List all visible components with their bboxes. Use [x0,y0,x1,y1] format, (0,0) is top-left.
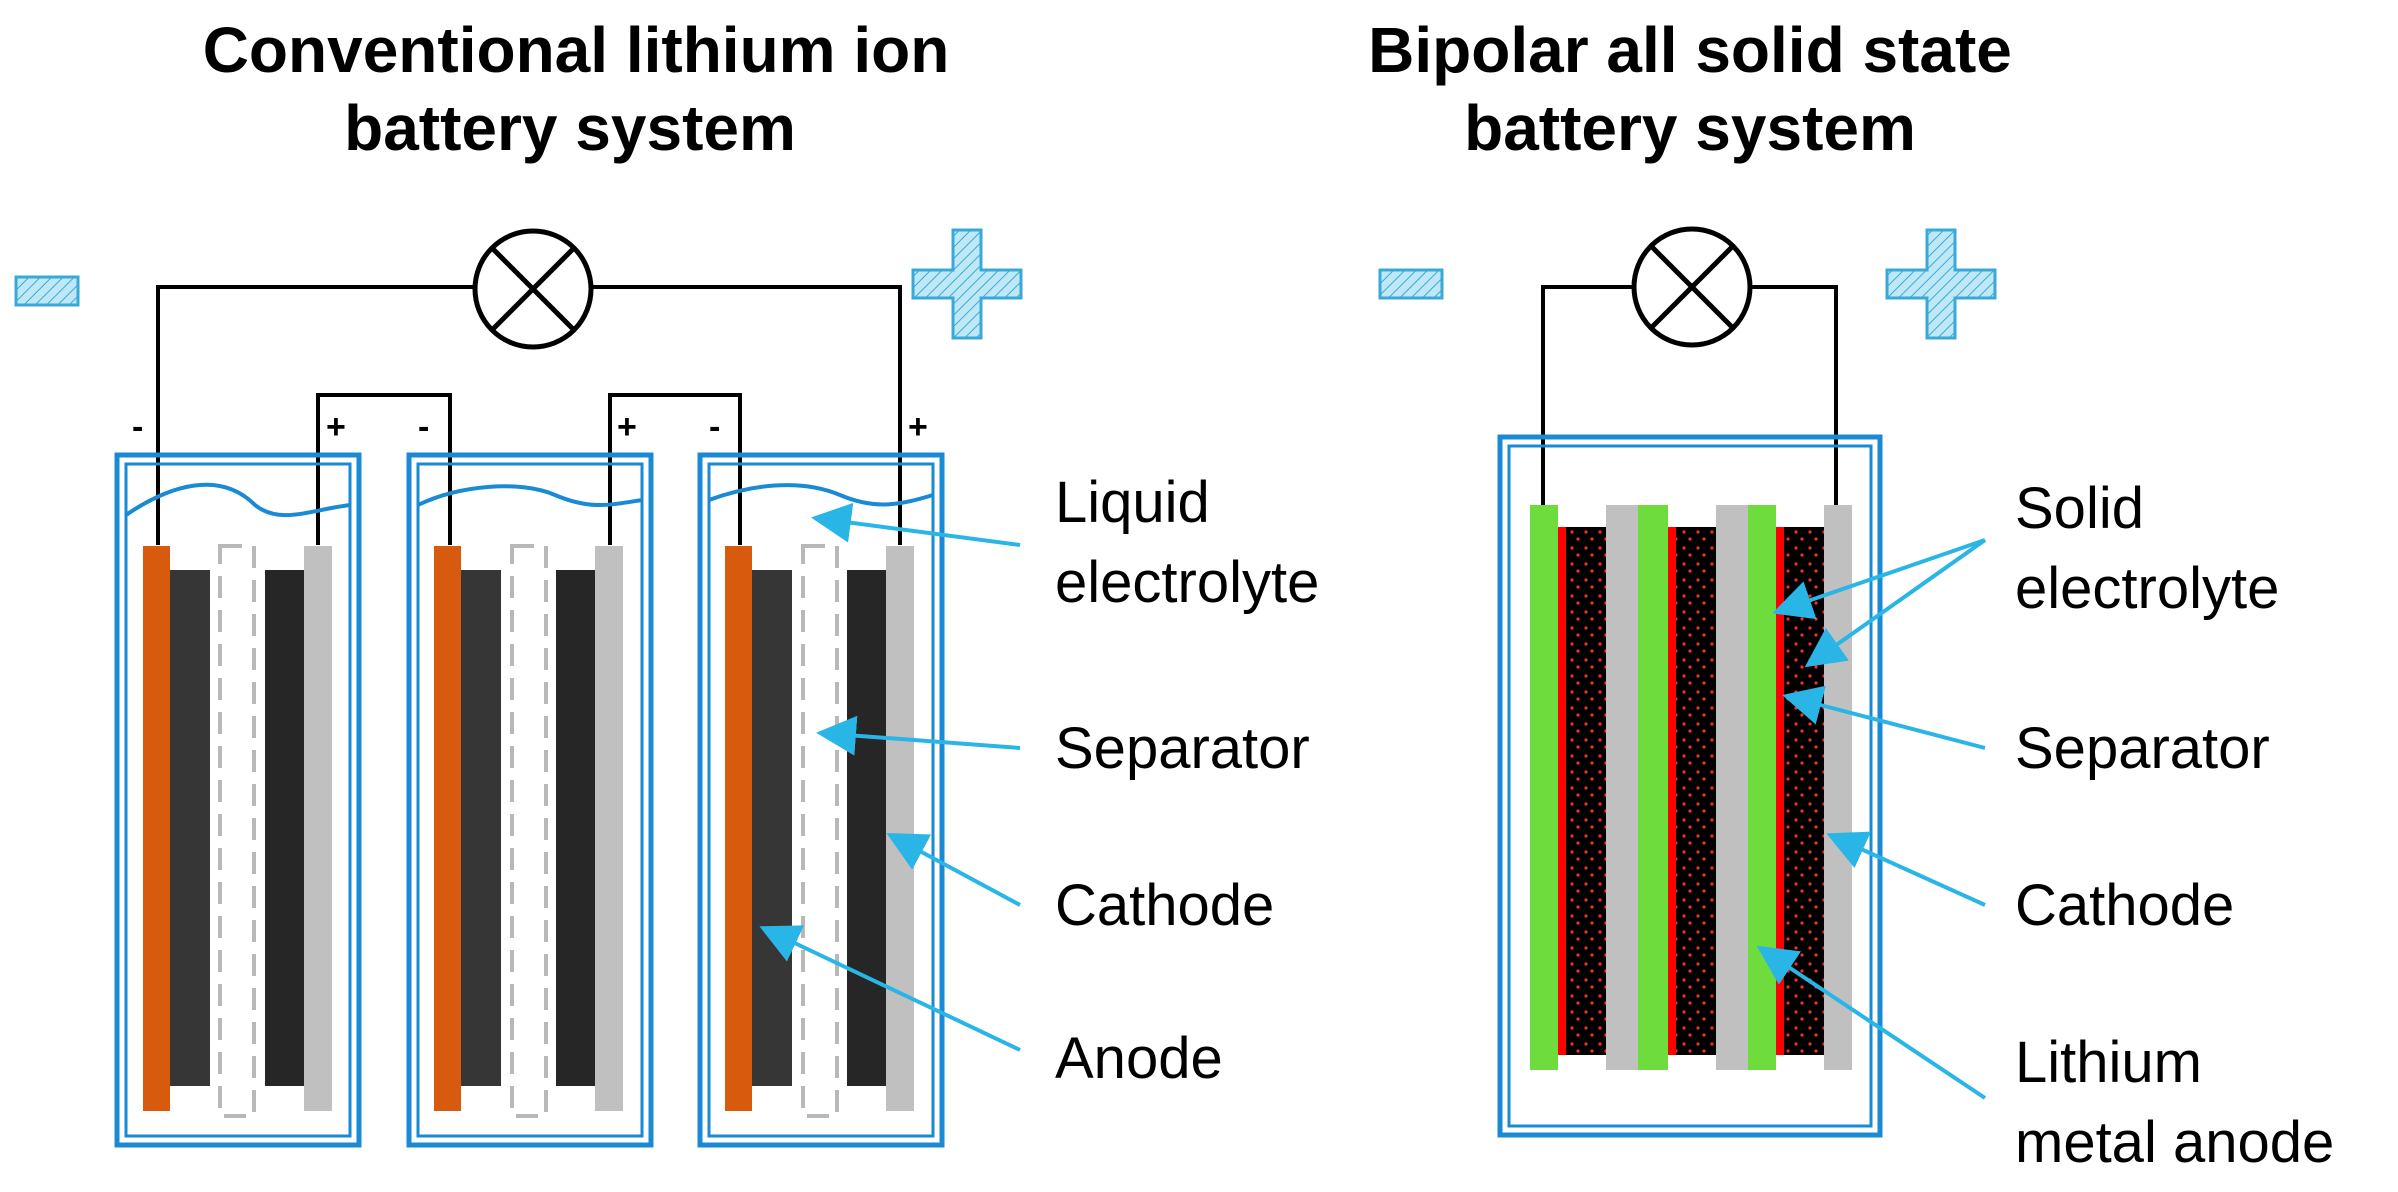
terminal-sign: + [908,408,928,446]
right-pointer-arrows [1756,538,1987,1100]
label-lithium-anode-line2: metal anode [2015,1110,2334,1175]
minus-sign-icon-right [1378,268,1444,300]
cathode-active [265,570,304,1086]
terminal-sign: - [132,408,143,446]
left-circuit-wires [156,285,902,545]
terminal-sign: + [617,408,637,446]
cell-3 [697,452,945,1148]
left-title-line1: Conventional lithium ion [203,14,950,86]
cathode [1716,505,1748,1070]
plus-sign-icon-right [1885,228,1997,340]
cathode [1824,505,1852,1070]
terminal-sign: - [709,408,720,446]
terminal-sign: - [418,408,429,446]
cathode [304,546,332,1111]
left-title-line2: battery system [344,92,796,164]
bipolar-cell [1497,434,1883,1138]
label-anode: Anode [1055,1026,1223,1091]
label-solid-electrolyte-line1: Solid [2015,476,2144,541]
lamp-icon-right [1631,226,1753,348]
label-solid-electrolyte-line2: electrolyte [2015,556,2279,621]
cell-1 [114,452,362,1148]
right-title-line2: battery system [1464,92,1916,164]
right-title-line1: Bipolar all solid state [1368,14,2012,86]
plus-sign-icon [911,228,1023,340]
label-cathode: Cathode [1055,873,1274,938]
label-lithium-anode-line1: Lithium [2015,1030,2202,1095]
cell-2 [406,452,654,1148]
label-liquid-electrolyte-line1: Liquid [1055,470,1210,535]
anode-active [170,570,210,1086]
terminal-sign: + [326,408,346,446]
lithium-metal-anode [1530,505,1558,1070]
lamp-icon [472,228,594,350]
lithium-metal-anode [1638,505,1668,1070]
solid-composite-layer [1676,527,1716,1055]
minus-sign-icon [14,275,80,307]
anode [143,546,170,1111]
left-pointer-arrows [759,502,1021,1052]
solid-electrolyte [1668,527,1676,1055]
liquid-electrolyte-surface [124,482,351,518]
solid-composite-layer [1566,527,1606,1055]
solid-electrolyte [1776,527,1784,1055]
lithium-metal-anode [1748,505,1776,1070]
solid-electrolyte [1558,527,1566,1055]
cathode [1606,505,1638,1070]
separator [218,544,256,1118]
label-separator-right: Separator [2015,716,2270,781]
label-separator: Separator [1055,716,1310,781]
label-cathode-right: Cathode [2015,873,2234,938]
label-liquid-electrolyte-line2: electrolyte [1055,550,1319,615]
